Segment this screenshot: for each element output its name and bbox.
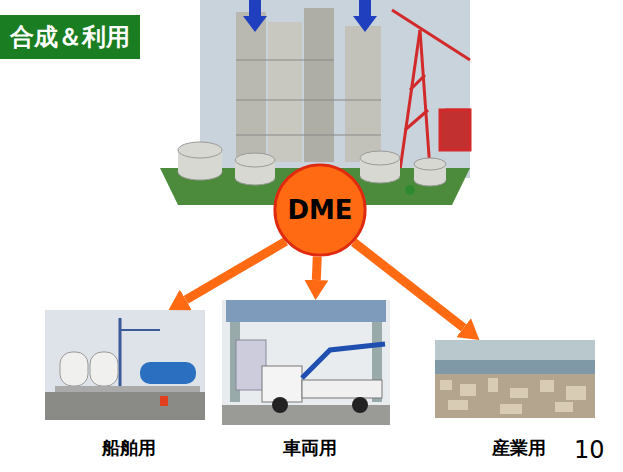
ship-photo (45, 310, 205, 420)
photo-caption: 車両用 (222, 436, 398, 460)
industry-photo (435, 340, 595, 418)
vehicle-photo (222, 300, 390, 425)
page-number: 10 (574, 436, 605, 464)
circle-label: DME (287, 195, 352, 225)
circle-shape (275, 165, 365, 255)
section-title: 合成＆利用 (10, 21, 130, 53)
section-label: 合成＆利用 (0, 15, 140, 59)
photo-frame: 船舶用 (45, 310, 213, 460)
flow-arrow (186, 241, 286, 299)
flow-arrow (312, 256, 322, 280)
photo-frame: 車両用 (222, 300, 398, 460)
fuel-circle: DME (272, 162, 368, 258)
photo-caption: 船舶用 (45, 436, 213, 460)
flow-arrow (354, 242, 464, 328)
